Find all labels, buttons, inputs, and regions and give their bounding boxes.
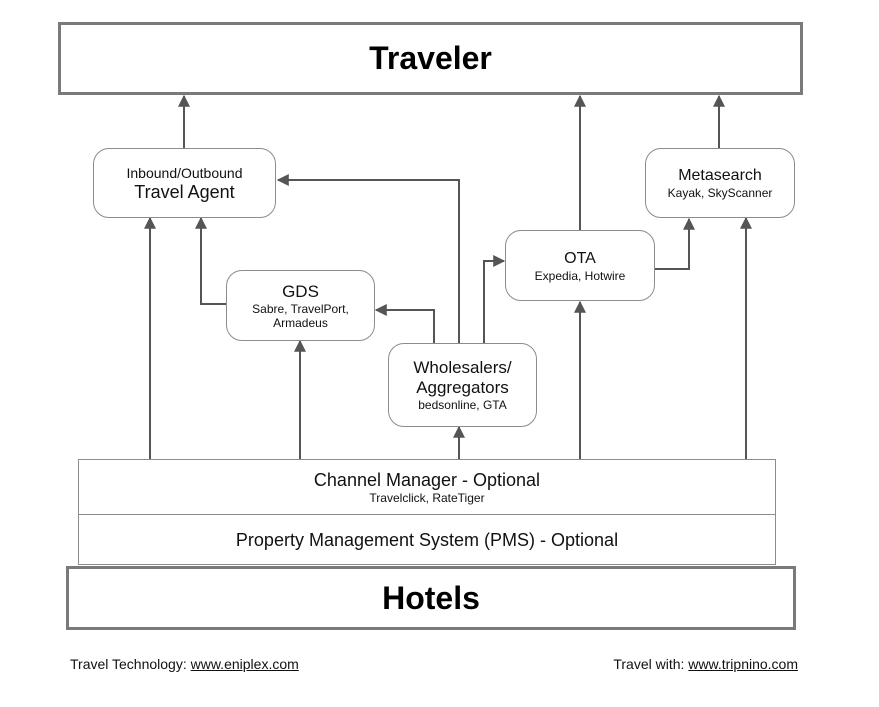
- ota-title: OTA: [564, 249, 596, 267]
- arrow-gds-to-travel-agent: [195, 216, 226, 305]
- pms-label: Property Management System (PMS) - Optio…: [235, 529, 619, 550]
- travel-agent-node: Inbound/Outbound Travel Agent: [93, 148, 276, 218]
- ota-node: OTA Expedia, Hotwire: [505, 230, 655, 301]
- hotels-label: Hotels: [382, 579, 480, 616]
- tripnino-link[interactable]: www.tripnino.com: [688, 656, 798, 672]
- traveler-box: Traveler: [58, 22, 803, 95]
- channel-manager-title: Channel Manager - Optional: [313, 470, 541, 490]
- arrow-ota-to-metasearch: [655, 217, 695, 270]
- metasearch-subtitle: Kayak, SkyScanner: [667, 186, 773, 200]
- gds-subtitle-line1: Sabre, TravelPort,: [252, 301, 349, 316]
- footer-left-prefix: Travel Technology:: [70, 656, 191, 672]
- arrow-wholesalers-to-gds: [374, 304, 435, 343]
- footer-right: Travel with: www.tripnino.com: [613, 656, 798, 672]
- footer-right-prefix: Travel with:: [613, 656, 689, 672]
- travel-agent-line2: Travel Agent: [134, 182, 235, 202]
- arrow-wholesalers-to-ota: [483, 255, 506, 343]
- channel-manager-subtitle: Travelclick, RateTiger: [369, 491, 485, 505]
- wholesalers-line1: Wholesalers/: [413, 358, 512, 377]
- hotels-box: Hotels: [66, 566, 796, 630]
- ota-subtitle: Expedia, Hotwire: [534, 268, 626, 283]
- eniplex-link[interactable]: www.eniplex.com: [190, 656, 299, 672]
- gds-title: GDS: [282, 281, 319, 301]
- footer-left: Travel Technology: www.eniplex.com: [70, 656, 299, 672]
- metasearch-title: Metasearch: [678, 167, 762, 184]
- pms-band: Property Management System (PMS) - Optio…: [78, 514, 776, 565]
- wholesalers-line2: Aggregators: [416, 378, 509, 397]
- traveler-label: Traveler: [369, 40, 492, 76]
- arrow-wholesalers-to-travel-agent: [276, 174, 460, 343]
- gds-subtitle-line2: Armadeus: [273, 315, 328, 330]
- wholesalers-subtitle: bedsonline, GTA: [418, 398, 507, 412]
- wholesalers-node: Wholesalers/ Aggregators bedsonline, GTA: [388, 343, 537, 427]
- metasearch-node: Metasearch Kayak, SkyScanner: [645, 148, 795, 218]
- gds-node: GDS Sabre, TravelPort, Armadeus: [226, 270, 375, 341]
- travel-agent-line1: Inbound/Outbound: [126, 165, 243, 181]
- channel-manager-band: Channel Manager - Optional Travelclick, …: [78, 459, 776, 515]
